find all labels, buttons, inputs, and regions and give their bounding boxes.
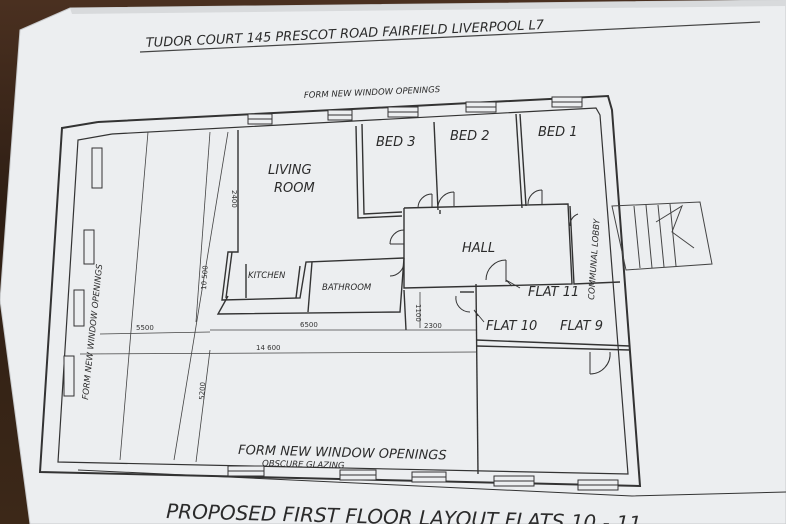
dim-5500: 5500 xyxy=(136,324,154,332)
room-bed1: BED 1 xyxy=(538,125,578,140)
room-bathroom: BATHROOM xyxy=(322,283,372,293)
room-living: LIVING xyxy=(268,163,312,178)
dim-10500: 10 500 xyxy=(200,265,210,290)
room-living-2: ROOM xyxy=(274,181,315,196)
interior-walls xyxy=(216,113,631,475)
bottom-windows xyxy=(227,465,619,491)
dimension-lines xyxy=(79,131,477,463)
outer-walls xyxy=(38,94,786,497)
left-windows xyxy=(63,147,103,397)
dim-6500: 6500 xyxy=(300,321,318,329)
flat-label-arrows xyxy=(473,279,521,323)
paper-shadow xyxy=(70,0,786,14)
top-windows xyxy=(247,96,583,125)
room-hall: HALL xyxy=(462,241,495,256)
dim-1100: 1100 xyxy=(414,304,422,322)
label-flat9: FLAT 9 xyxy=(560,319,603,334)
stair-block xyxy=(611,201,713,271)
dim-5200: 5200 xyxy=(198,382,207,400)
dim-2400: 2400 xyxy=(230,190,238,208)
room-bed2: BED 2 xyxy=(450,129,490,144)
room-bed3: BED 3 xyxy=(376,135,416,150)
room-kitchen: KITCHEN xyxy=(248,271,286,281)
note-bottom-windows: FORM NEW WINDOW OPENINGS xyxy=(238,443,447,463)
title-underline xyxy=(139,21,761,53)
note-obscure-glazing: OBSCURE GLAZING xyxy=(262,459,345,471)
dim-2300: 2300 xyxy=(424,322,442,330)
label-flat10: FLAT 10 xyxy=(486,319,537,334)
dim-14600: 14 600 xyxy=(256,344,281,352)
door-swings xyxy=(389,189,611,375)
label-flat11: FLAT 11 xyxy=(528,285,579,300)
